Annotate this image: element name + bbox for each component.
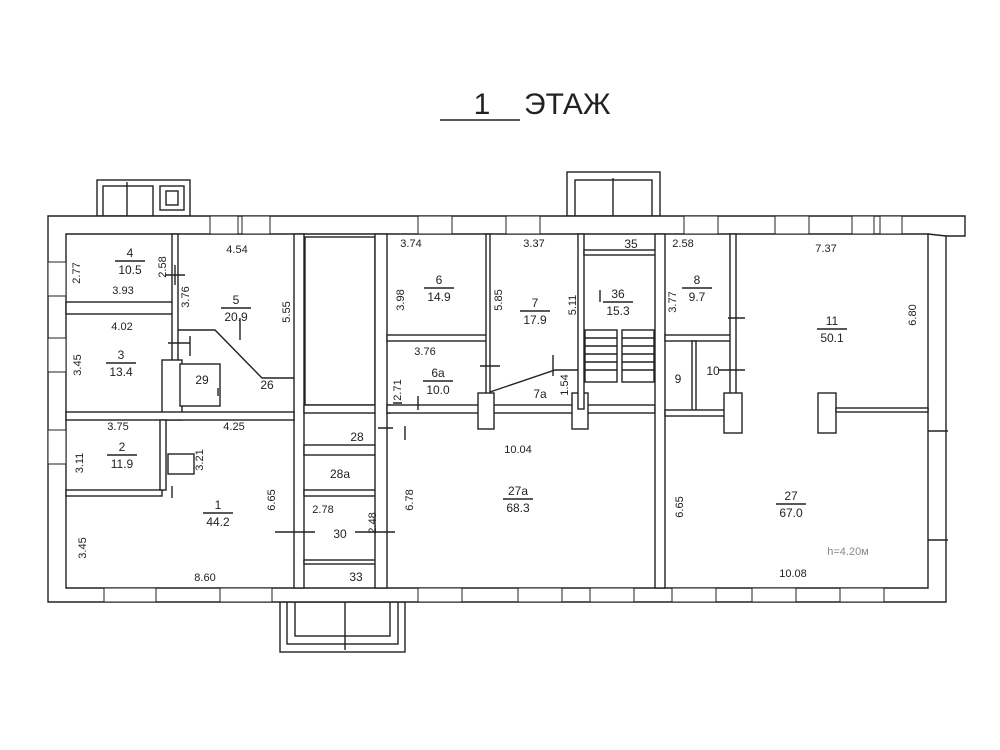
svg-text:27a: 27a — [508, 484, 528, 498]
svg-text:10.04: 10.04 — [504, 444, 532, 456]
svg-text:5.55: 5.55 — [281, 301, 293, 322]
room-6: 614.9 — [424, 273, 454, 304]
svg-text:2.71: 2.71 — [392, 379, 404, 400]
porch-top-center — [566, 171, 661, 240]
svg-text:7.37: 7.37 — [815, 243, 836, 255]
door-marks — [165, 265, 948, 541]
svg-text:14.9: 14.9 — [427, 290, 451, 304]
svg-text:3.75: 3.75 — [107, 421, 128, 433]
svg-text:4.54: 4.54 — [226, 244, 247, 256]
svg-text:3.93: 3.93 — [112, 285, 133, 297]
room-8: 89.7 — [682, 273, 712, 304]
svg-text:6: 6 — [436, 273, 443, 287]
svg-text:6.65: 6.65 — [674, 496, 686, 517]
svg-text:5.11: 5.11 — [567, 295, 579, 316]
svg-text:50.1: 50.1 — [820, 331, 844, 345]
interior-walls — [65, 233, 929, 589]
svg-text:1.54: 1.54 — [559, 374, 571, 395]
svg-text:20.9: 20.9 — [224, 310, 248, 324]
room-1: 144.2 — [203, 498, 233, 529]
svg-text:27: 27 — [784, 489, 798, 503]
svg-text:68.3: 68.3 — [506, 501, 530, 515]
svg-text:1: 1 — [215, 498, 222, 512]
dimension-labels: 4.54 3.74 3.37 2.58 7.37 3.93 4.02 3.76 … — [71, 238, 919, 584]
svg-text:11.9: 11.9 — [111, 457, 134, 471]
svg-text:3.45: 3.45 — [77, 537, 89, 558]
room-3: 313.4 — [106, 348, 136, 379]
svg-text:9.7: 9.7 — [689, 290, 706, 304]
svg-text:3.11: 3.11 — [74, 453, 86, 474]
floor-title: 1 ЭТАЖ — [440, 88, 611, 121]
room-11: 11 50.1 — [817, 314, 847, 345]
svg-text:44.2: 44.2 — [206, 515, 230, 529]
room-6a: 6a 10.0 — [423, 366, 453, 397]
svg-text:5.85: 5.85 — [493, 289, 505, 310]
svg-text:10.5: 10.5 — [118, 263, 142, 277]
svg-text:7: 7 — [532, 296, 539, 310]
room-2: 211.9 — [107, 440, 137, 471]
svg-text:3.45: 3.45 — [72, 354, 84, 375]
svg-text:3.76: 3.76 — [180, 286, 192, 307]
svg-text:30: 30 — [333, 527, 347, 541]
room-36: 36 15.3 — [603, 287, 633, 318]
svg-text:6.78: 6.78 — [404, 489, 416, 510]
svg-text:10.08: 10.08 — [779, 568, 807, 580]
svg-text:4.02: 4.02 — [111, 321, 132, 333]
porch-bottom — [279, 560, 406, 653]
svg-text:2.78: 2.78 — [312, 504, 333, 516]
stairs — [584, 329, 655, 383]
svg-text:67.0: 67.0 — [779, 506, 803, 520]
svg-text:2.48: 2.48 — [367, 512, 379, 533]
svg-text:2.58: 2.58 — [157, 256, 169, 277]
small-room-labels: 26 29 28 28a 30 33 35 7a 9 10 — [195, 237, 720, 584]
room-5: 520.9 — [221, 293, 251, 324]
svg-text:3.74: 3.74 — [400, 238, 421, 250]
svg-text:8.60: 8.60 — [194, 572, 215, 584]
svg-text:4: 4 — [127, 246, 134, 260]
svg-text:3.76: 3.76 — [414, 346, 435, 358]
room-27a: 27a 68.3 — [503, 484, 533, 515]
svg-text:7a: 7a — [533, 387, 547, 401]
svg-text:4.25: 4.25 — [223, 421, 244, 433]
svg-text:26: 26 — [260, 378, 274, 392]
svg-text:6.80: 6.80 — [907, 304, 919, 325]
svg-text:2.77: 2.77 — [71, 262, 83, 283]
svg-text:28: 28 — [350, 430, 364, 444]
room-4: 410.5 — [115, 246, 145, 277]
svg-text:6a: 6a — [431, 366, 445, 380]
svg-text:10.0: 10.0 — [426, 383, 450, 397]
windows — [47, 215, 903, 603]
svg-text:3: 3 — [118, 348, 125, 362]
floor-label: ЭТАЖ — [524, 88, 611, 121]
svg-text:15.3: 15.3 — [606, 304, 630, 318]
svg-text:3.77: 3.77 — [667, 291, 679, 312]
svg-text:8: 8 — [694, 273, 701, 287]
svg-text:3.21: 3.21 — [194, 449, 206, 470]
svg-text:6.65: 6.65 — [266, 489, 278, 510]
svg-text:13.4: 13.4 — [109, 365, 133, 379]
svg-text:35: 35 — [624, 237, 638, 251]
room-7: 717.9 — [520, 296, 550, 327]
ceiling-height: h=4.20м — [827, 546, 869, 558]
svg-text:29: 29 — [195, 373, 209, 387]
floor-number: 1 — [474, 88, 491, 121]
svg-text:11: 11 — [826, 314, 839, 328]
svg-text:17.9: 17.9 — [523, 313, 547, 327]
svg-text:9: 9 — [675, 372, 682, 386]
svg-text:3.98: 3.98 — [395, 289, 407, 310]
room-27: 27 67.0 — [776, 489, 806, 520]
svg-text:2.58: 2.58 — [672, 238, 693, 250]
svg-text:10: 10 — [706, 364, 720, 378]
svg-text:3.37: 3.37 — [523, 238, 544, 250]
svg-text:33: 33 — [349, 570, 363, 584]
svg-text:5: 5 — [233, 293, 240, 307]
room-labels: 410.5 520.9 313.4 211.9 144.2 614.9 6a10… — [106, 246, 847, 529]
svg-text:2: 2 — [119, 440, 126, 454]
svg-text:28a: 28a — [330, 467, 350, 481]
svg-text:36: 36 — [611, 287, 625, 301]
